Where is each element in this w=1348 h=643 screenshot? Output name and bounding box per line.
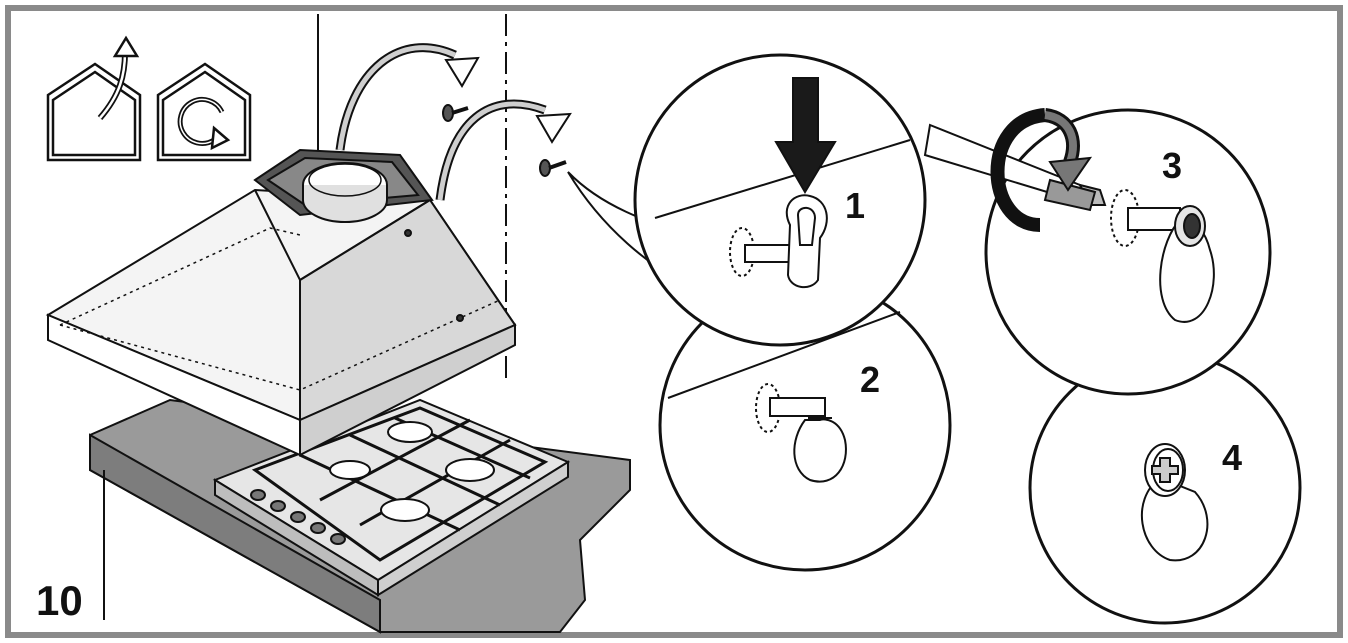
- step-1-label: 1: [845, 185, 865, 226]
- screw-icon: [539, 159, 567, 177]
- rotate-clockwise-arrow: [990, 108, 1093, 232]
- detail-step-3: [984, 108, 1272, 396]
- detail-step-1: [633, 53, 927, 347]
- step-4-label: 4: [1222, 437, 1242, 478]
- detail-step-4: [1028, 351, 1302, 625]
- chimney-hood: [45, 148, 517, 457]
- step-3-label: 3: [1162, 145, 1182, 186]
- gas-cooktop: [212, 398, 571, 597]
- screw-insertion-arrow-1: [335, 43, 480, 151]
- step-2-label: 2: [860, 359, 880, 400]
- house-recirculate-icon: [156, 62, 252, 162]
- figure-frame: [5, 5, 1343, 638]
- screw-icon: [442, 104, 469, 122]
- house-vent-out-icon: [46, 35, 142, 162]
- detail-step-2: [658, 278, 952, 572]
- page-number: 10: [36, 577, 83, 624]
- press-down-arrow: [774, 77, 837, 194]
- screwdriver-icon: [923, 123, 1107, 212]
- screw-insertion-arrow-2: [435, 99, 572, 201]
